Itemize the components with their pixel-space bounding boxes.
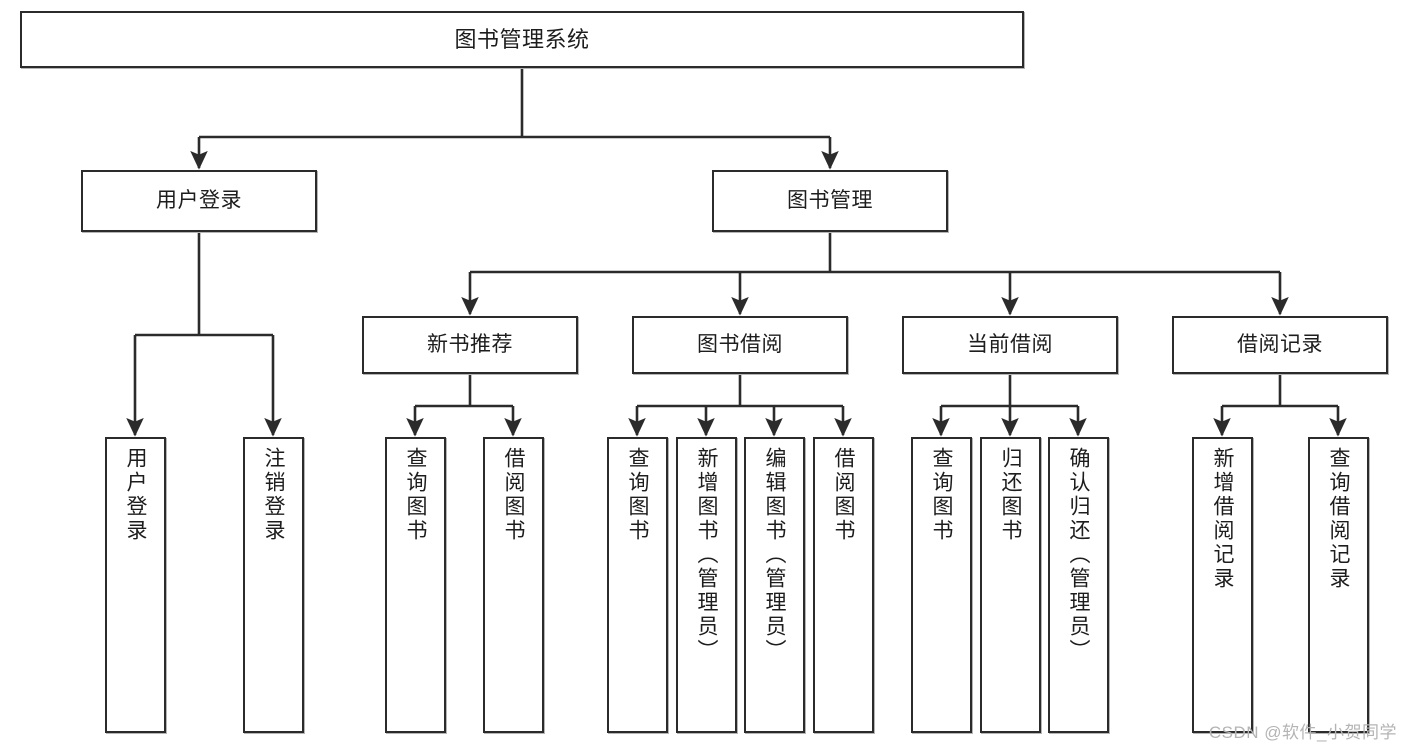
node-leaf-current-return-books[interactable]: 归还图书 (980, 437, 1041, 733)
node-label: 确认归还（管理员） (1067, 447, 1090, 663)
node-leaf-borrow-borrow-books[interactable]: 借阅图书 (813, 437, 874, 733)
node-label: 注销登录 (262, 447, 285, 543)
node-leaf-current-confirm-return-admin[interactable]: 确认归还（管理员） (1048, 437, 1109, 733)
node-user-login[interactable]: 用户登录 (81, 170, 317, 232)
node-label: 查询图书 (404, 447, 427, 543)
node-book-borrowing[interactable]: 图书借阅 (632, 316, 848, 374)
node-leaf-newbook-query-books[interactable]: 查询图书 (385, 437, 446, 733)
node-label: 查询图书 (626, 447, 649, 543)
node-leaf-user-login[interactable]: 用户登录 (105, 437, 166, 733)
node-label: 借阅图书 (832, 447, 855, 543)
csdn-watermark: CSDN @软件_小贺同学 (1208, 723, 1397, 742)
node-new-book-recommendation[interactable]: 新书推荐 (362, 316, 578, 374)
node-borrowing-records[interactable]: 借阅记录 (1172, 316, 1388, 374)
node-current-borrowing[interactable]: 当前借阅 (902, 316, 1118, 374)
node-leaf-borrow-add-book-admin[interactable]: 新增图书（管理员） (676, 437, 737, 733)
node-label: 用户登录 (124, 447, 147, 543)
node-leaf-borrow-query-books[interactable]: 查询图书 (607, 437, 668, 733)
node-label: 归还图书 (999, 447, 1022, 543)
node-book-management[interactable]: 图书管理 (712, 170, 948, 232)
node-label: 查询借阅记录 (1327, 447, 1350, 591)
node-label: 图书管理系统 (454, 26, 590, 52)
node-label: 图书管理 (787, 188, 873, 212)
node-label: 用户登录 (156, 188, 242, 212)
node-leaf-newbook-borrow-books[interactable]: 借阅图书 (483, 437, 544, 733)
node-label: 新书推荐 (427, 332, 513, 356)
node-label: 当前借阅 (967, 332, 1053, 356)
node-label: 借阅记录 (1237, 332, 1323, 356)
node-label: 新增借阅记录 (1211, 447, 1234, 591)
node-leaf-borrow-edit-book-admin[interactable]: 编辑图书（管理员） (744, 437, 805, 733)
node-leaf-records-query-record[interactable]: 查询借阅记录 (1308, 437, 1369, 733)
node-leaf-logout[interactable]: 注销登录 (243, 437, 304, 733)
node-label: 查询图书 (930, 447, 953, 543)
node-leaf-current-query-books[interactable]: 查询图书 (911, 437, 972, 733)
node-leaf-records-add-record[interactable]: 新增借阅记录 (1192, 437, 1253, 733)
node-label: 新增图书（管理员） (695, 447, 718, 663)
node-label: 借阅图书 (502, 447, 525, 543)
node-label: 图书借阅 (697, 332, 783, 356)
node-label: 编辑图书（管理员） (763, 447, 786, 663)
node-root-book-management-system[interactable]: 图书管理系统 (20, 11, 1024, 68)
